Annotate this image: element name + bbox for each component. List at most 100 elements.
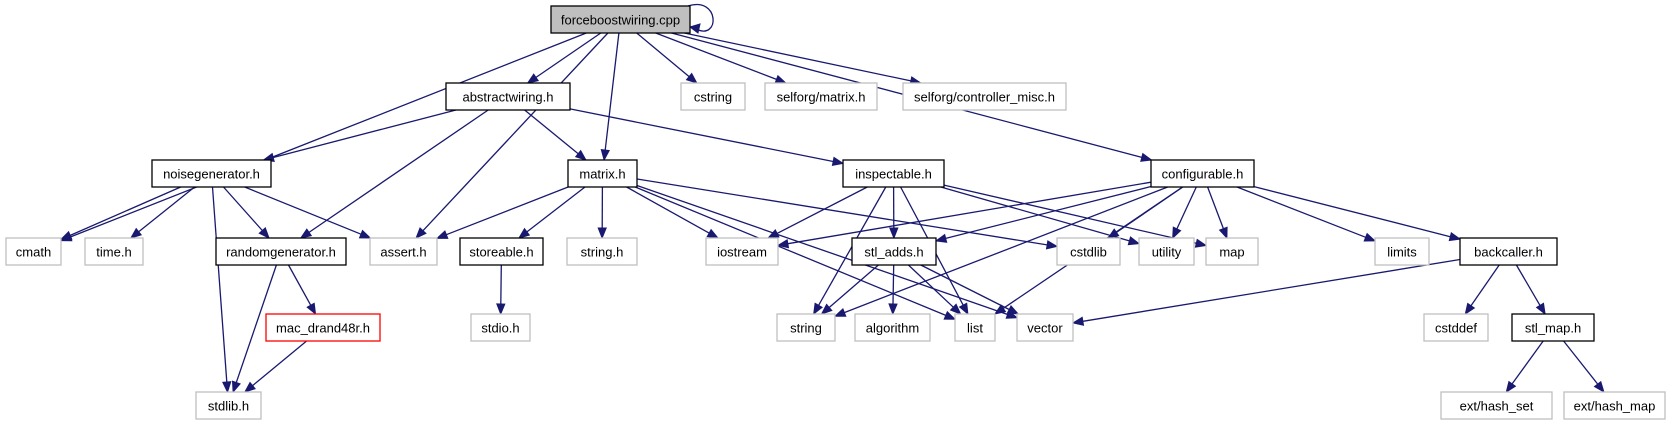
node-cstdlib[interactable]: cstdlib bbox=[1056, 237, 1121, 266]
node-ext-hash-map[interactable]: ext/hash_map bbox=[1563, 391, 1666, 420]
edge-abstractwiring-to-matrix bbox=[524, 109, 587, 161]
node-storeable[interactable]: storeable.h bbox=[459, 237, 544, 266]
node-label: map bbox=[1219, 245, 1244, 260]
node-string[interactable]: string bbox=[776, 313, 836, 342]
edge-matrix-to-assert bbox=[435, 186, 569, 239]
node-list[interactable]: list bbox=[954, 313, 996, 342]
node-box bbox=[195, 391, 262, 420]
node-limits[interactable]: limits bbox=[1374, 237, 1430, 266]
edge-configurable-to-string bbox=[833, 186, 1168, 317]
node-box bbox=[851, 237, 937, 266]
node-label: stl_adds.h bbox=[864, 245, 923, 260]
edge-inspectable-to-map bbox=[943, 184, 1208, 248]
edge-configurable-to-backcaller bbox=[1253, 185, 1462, 242]
node-stl-adds[interactable]: stl_adds.h bbox=[851, 237, 937, 266]
edge-configurable-to-iostream bbox=[776, 181, 1152, 249]
node-label: cmath bbox=[16, 245, 51, 260]
edge-storeable-to-stdio bbox=[496, 264, 506, 316]
node-box bbox=[954, 313, 996, 342]
node-iostream[interactable]: iostream bbox=[705, 237, 779, 266]
node-box bbox=[550, 5, 691, 34]
node-map[interactable]: map bbox=[1205, 237, 1259, 266]
node-vector[interactable]: vector bbox=[1016, 313, 1074, 342]
node-label: ext/hash_set bbox=[1460, 399, 1534, 414]
node-backcaller[interactable]: backcaller.h bbox=[1459, 237, 1558, 266]
edge-abstractwiring-to-noisegenerator bbox=[262, 109, 457, 162]
edge-stl-adds-to-vector bbox=[920, 264, 1020, 315]
node-box bbox=[902, 82, 1067, 111]
edge-forceboostwiring-to-cstring bbox=[636, 32, 698, 84]
node-stdlib[interactable]: stdlib.h bbox=[195, 391, 262, 420]
node-box bbox=[1423, 313, 1489, 342]
node-abstractwiring[interactable]: abstractwiring.h bbox=[445, 82, 571, 111]
node-label: algorithm bbox=[866, 321, 919, 336]
node-box bbox=[567, 159, 638, 188]
node-stl-map[interactable]: stl_map.h bbox=[1511, 313, 1595, 342]
node-label: matrix.h bbox=[579, 167, 625, 182]
node-selforg-controller-misc[interactable]: selforg/controller_misc.h bbox=[902, 82, 1067, 111]
node-time[interactable]: time.h bbox=[84, 237, 144, 266]
node-box bbox=[151, 159, 272, 188]
node-box bbox=[1150, 159, 1255, 188]
edge-stl-map-to-ext-hash-set bbox=[1505, 340, 1544, 394]
node-ext-hash-set[interactable]: ext/hash_set bbox=[1440, 391, 1553, 420]
edge-stl-map-to-ext-hash-map bbox=[1563, 340, 1605, 394]
node-box bbox=[215, 237, 347, 266]
edge-abstractwiring-to-inspectable bbox=[569, 108, 845, 167]
node-algorithm[interactable]: algorithm bbox=[854, 313, 931, 342]
node-box bbox=[369, 237, 438, 266]
edge-forceboostwiring-to-assert bbox=[415, 32, 609, 239]
node-cmath[interactable]: cmath bbox=[5, 237, 62, 266]
node-label: configurable.h bbox=[1162, 167, 1244, 182]
node-cstring[interactable]: cstring bbox=[680, 82, 746, 111]
node-mac-drand48r[interactable]: mac_drand48r.h bbox=[265, 313, 381, 342]
node-configurable[interactable]: configurable.h bbox=[1150, 159, 1255, 188]
node-label: cstring bbox=[694, 90, 732, 105]
node-box bbox=[705, 237, 779, 266]
node-label: cstddef bbox=[1435, 321, 1477, 336]
node-utility[interactable]: utility bbox=[1138, 237, 1195, 266]
node-box bbox=[776, 313, 836, 342]
node-box bbox=[470, 313, 531, 342]
node-box bbox=[445, 82, 571, 111]
edge-inspectable-to-stl-adds bbox=[889, 186, 899, 240]
node-box bbox=[1563, 391, 1666, 420]
node-box bbox=[1205, 237, 1259, 266]
node-box bbox=[1016, 313, 1074, 342]
edge-forceboostwiring-to-cmath bbox=[59, 32, 587, 242]
node-label: vector bbox=[1027, 321, 1063, 336]
node-label: limits bbox=[1387, 245, 1417, 260]
node-selforg-matrix[interactable]: selforg/matrix.h bbox=[764, 82, 878, 111]
node-label: selforg/matrix.h bbox=[777, 90, 866, 105]
edge-backcaller-to-cstddef bbox=[1464, 264, 1500, 316]
node-label: stdlib.h bbox=[208, 399, 249, 414]
edge-configurable-to-stl-adds bbox=[934, 185, 1152, 243]
edge-matrix-to-string-h bbox=[597, 186, 607, 240]
edge-noisegenerator-to-time bbox=[129, 186, 196, 239]
node-string-h[interactable]: string.h bbox=[566, 237, 638, 266]
node-label: storeable.h bbox=[469, 245, 533, 260]
node-matrix[interactable]: matrix.h bbox=[567, 159, 638, 188]
node-cstddef[interactable]: cstddef bbox=[1423, 313, 1489, 342]
edge-matrix-to-iostream bbox=[626, 186, 720, 239]
node-label: inspectable.h bbox=[855, 167, 932, 182]
node-stdio[interactable]: stdio.h bbox=[470, 313, 531, 342]
edge-randomgenerator-to-stdlib bbox=[231, 264, 278, 394]
node-label: iostream bbox=[717, 245, 767, 260]
edge-forceboostwiring-to-matrix bbox=[600, 32, 620, 162]
node-label: assert.h bbox=[380, 245, 426, 260]
node-box bbox=[764, 82, 878, 111]
node-label: time.h bbox=[96, 245, 131, 260]
edge-backcaller-to-stl-map bbox=[1515, 264, 1546, 316]
node-label: cstdlib bbox=[1070, 245, 1107, 260]
node-box bbox=[680, 82, 746, 111]
edge-stl-adds-to-algorithm bbox=[888, 264, 898, 316]
edge-inspectable-to-iostream bbox=[766, 186, 868, 239]
node-randomgenerator[interactable]: randomgenerator.h bbox=[215, 237, 347, 266]
node-noisegenerator[interactable]: noisegenerator.h bbox=[151, 159, 272, 188]
edge-inspectable-to-utility bbox=[940, 186, 1141, 246]
node-forceboostwiring[interactable]: forceboostwiring.cpp bbox=[550, 5, 691, 34]
node-assert[interactable]: assert.h bbox=[369, 237, 438, 266]
node-label: selforg/controller_misc.h bbox=[914, 90, 1055, 105]
node-inspectable[interactable]: inspectable.h bbox=[842, 159, 945, 188]
